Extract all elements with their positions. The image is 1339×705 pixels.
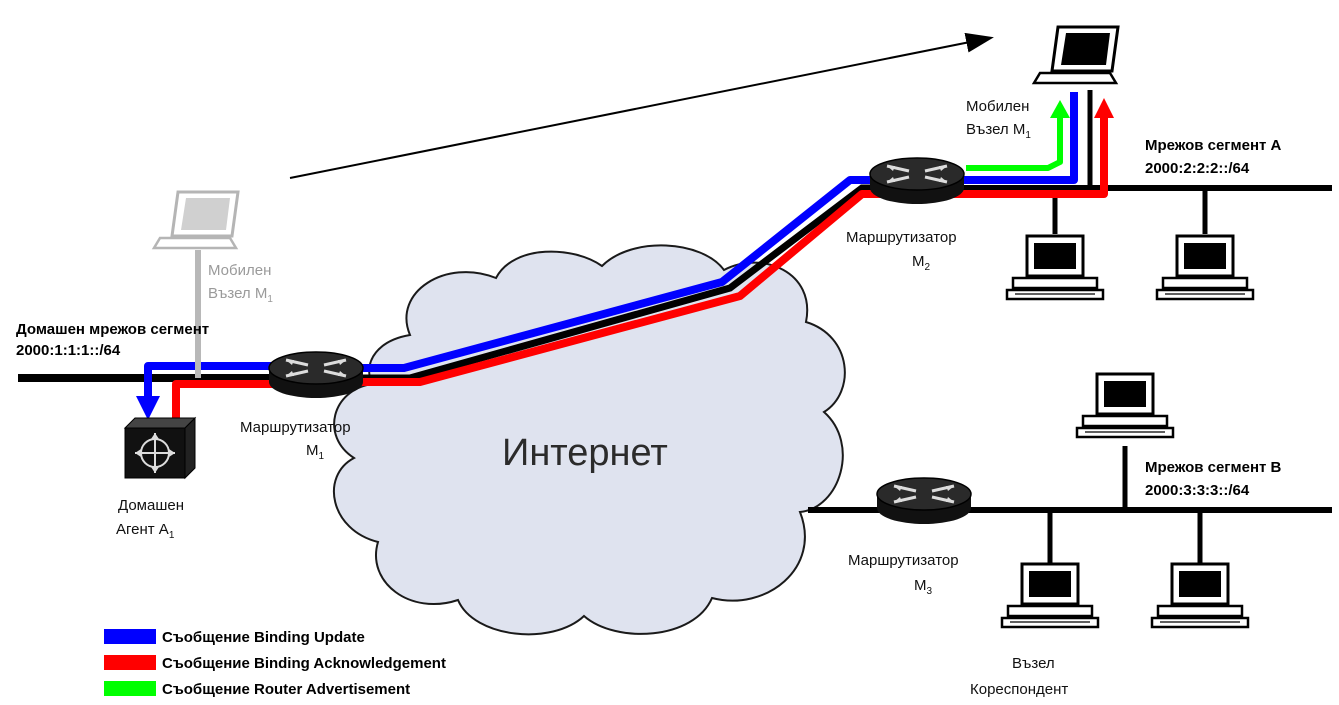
legend-label-binding-update: Съобщение Binding Update <box>162 629 365 646</box>
router-m3-icon <box>875 476 973 526</box>
router-m2-label-line2: M2 <box>912 253 931 273</box>
new-mobile-label-line2: Възел M1 <box>966 121 1031 141</box>
home-segment-name: Домашен мрежов сегмент <box>16 321 209 338</box>
segment-a-prefix: 2000:2:2:2::/64 <box>1145 160 1250 177</box>
old-mobile-label-line2: Възел M1 <box>208 285 273 305</box>
legend-swatch-binding-update <box>104 629 156 644</box>
new-mobile-label-line1: Мобилен <box>966 98 1029 115</box>
legend-swatch-router-adv <box>104 681 156 696</box>
segment-a-computer-1 <box>1005 234 1105 301</box>
legend-label-binding-ack: Съобщение Binding Acknowledgement <box>162 655 446 672</box>
segment-b-name: Мрежов сегмент B <box>1145 459 1282 476</box>
segment-b-prefix: 2000:3:3:3::/64 <box>1145 482 1250 499</box>
old-mobile-label-line1: Мобилен <box>208 262 271 279</box>
home-segment-prefix: 2000:1:1:1::/64 <box>16 342 121 359</box>
router-m1-label-line2: M1 <box>306 442 325 462</box>
router-m1-label-line1: Маршрутизатор <box>240 419 351 436</box>
binding-ack-path <box>172 112 1108 420</box>
segment-a-computer-2 <box>1155 234 1255 301</box>
home-agent-switch-icon <box>123 416 197 480</box>
router-m3-label-line2: M3 <box>914 577 933 597</box>
correspondent-label-line2: Кореспондент <box>970 681 1068 698</box>
home-agent-label-line2: Агент A1 <box>116 521 175 541</box>
router-m2-label-line1: Маршрутизатор <box>846 229 957 246</box>
legend-swatch-binding-ack <box>104 655 156 670</box>
internet-cloud-icon <box>332 244 846 636</box>
legend: Съобщение Binding Update Съобщение Bindi… <box>104 629 446 698</box>
router-m1-icon <box>267 350 365 400</box>
correspondent-computer <box>1000 562 1100 629</box>
old-mobile-laptop-icon <box>152 190 240 250</box>
legend-label-router-adv: Съобщение Router Advertisement <box>162 681 410 698</box>
segment-b-computer-2 <box>1150 562 1250 629</box>
router-m2-icon <box>868 156 966 206</box>
binding-update-path <box>144 92 1078 400</box>
router-advertisement-path <box>966 112 1063 171</box>
new-mobile-laptop-icon <box>1032 25 1120 85</box>
segment-a-name: Мрежов сегмент A <box>1145 137 1282 154</box>
home-agent-label-line1: Домашен <box>118 497 184 514</box>
router-m3-label-line1: Маршрутизатор <box>848 552 959 569</box>
segment-b-computer-top <box>1075 372 1175 439</box>
internet-label: Интернет <box>502 432 668 474</box>
movement-arrow <box>289 32 994 179</box>
correspondent-label-line1: Възел <box>1012 655 1055 672</box>
